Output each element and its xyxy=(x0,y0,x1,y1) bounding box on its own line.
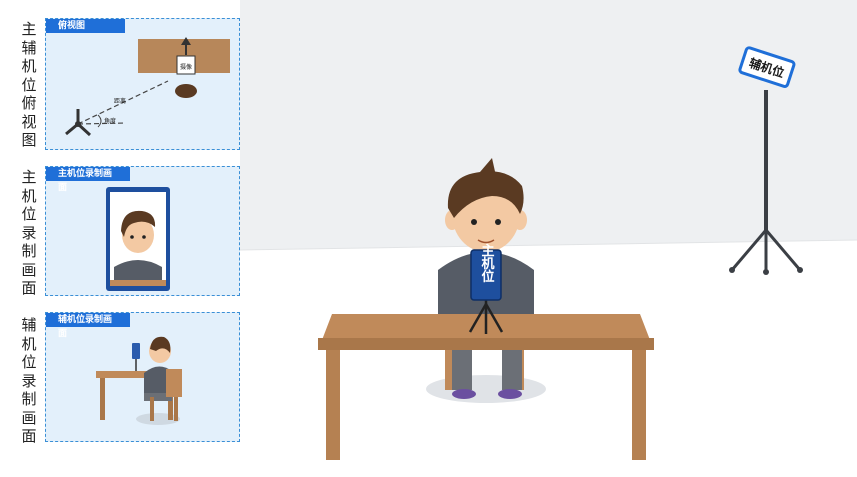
aux-camera-stand: 辅机位 xyxy=(729,47,803,275)
label-aux-recording: 辅机位录制画面 xyxy=(18,316,40,446)
desk-phone xyxy=(132,343,140,359)
panel-tag-main-recording: 主机位录制画面 xyxy=(46,167,130,181)
label-aux-top-view: 主辅机位俯视图 xyxy=(18,20,40,150)
panel-aux-recording: 辅机位录制画面 xyxy=(45,312,240,442)
panel-top-view: 摄像 距离 角度 俯视图 xyxy=(45,18,240,150)
main-scene: 主机位 辅机位 xyxy=(240,0,857,477)
top-view-diagram: 摄像 距离 角度 xyxy=(46,19,240,150)
floor-shadow xyxy=(426,375,546,403)
chair-back xyxy=(166,369,182,397)
person-head-top xyxy=(175,84,197,98)
panel-main-recording: 主机位录制画面 xyxy=(45,166,240,296)
main-recording-diagram xyxy=(46,167,240,296)
panel-tag-aux-recording: 辅机位录制画面 xyxy=(46,313,130,327)
distance-mark: 距离 xyxy=(114,97,126,105)
aux-recording-diagram xyxy=(46,313,240,442)
cam-mark: 摄像 xyxy=(180,63,192,71)
main-phone-label: 主机位 xyxy=(479,243,495,284)
aux-tripod-top-icon xyxy=(66,109,90,135)
label-main-recording: 主机位录制画面 xyxy=(18,168,40,298)
angle-mark: 角度 xyxy=(104,117,116,125)
panel-tag-top-view: 俯视图 xyxy=(46,19,125,33)
